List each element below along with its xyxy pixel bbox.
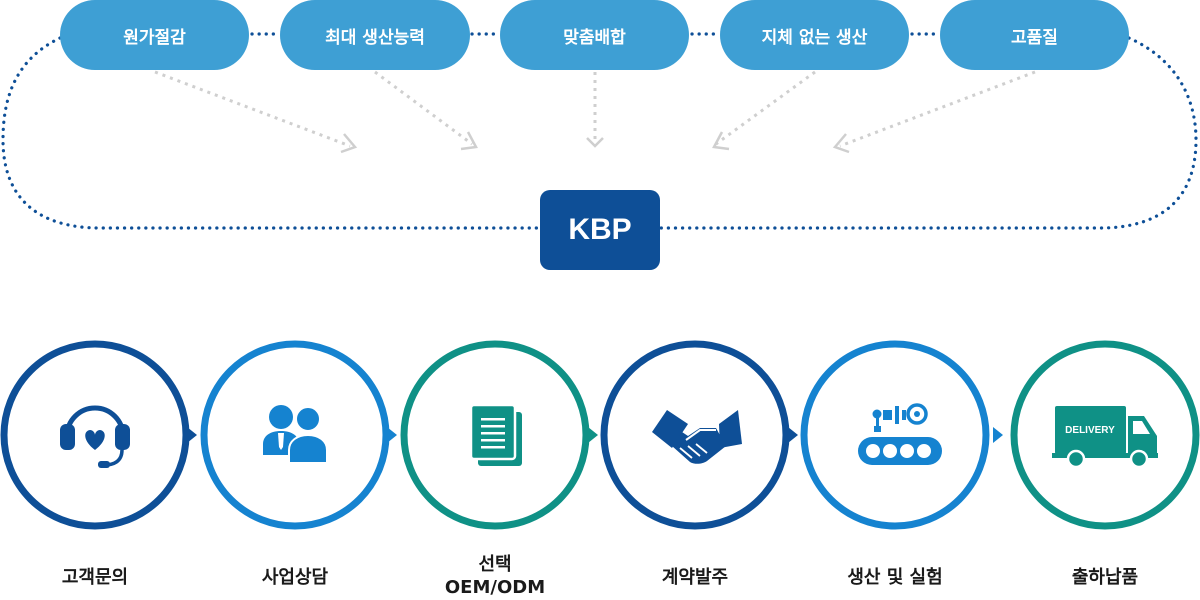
- step-label-production: 생산 및 실험: [810, 566, 980, 589]
- dotted-loop: [1, 32, 1198, 230]
- arrow-heads: [340, 131, 850, 154]
- consulting-people-icon: [263, 405, 328, 464]
- process-rings: [0, 340, 1200, 530]
- step-label-text: 사업상담: [261, 567, 329, 588]
- arrow-4-head: [712, 131, 730, 151]
- arrow-1-line: [154, 70, 351, 148]
- step-arrow-5: [993, 427, 1003, 443]
- ring-6: [1010, 340, 1200, 530]
- arrow-5-head: [832, 133, 850, 154]
- step-arrow-4: [788, 427, 798, 443]
- loop-right: [658, 36, 1198, 230]
- ring-5: [800, 340, 990, 530]
- delivery-truck-icon: DELIVERY: [1052, 406, 1158, 469]
- step-label-consultation: 사업상담: [210, 566, 380, 589]
- ring-2: [200, 340, 390, 530]
- truck-text: DELIVERY: [1065, 425, 1115, 436]
- step-arrow-1: [187, 427, 197, 443]
- ring-4: [600, 340, 790, 530]
- headset-heart-icon: [60, 405, 130, 468]
- step-label-text: 생산 및 실험: [847, 567, 943, 588]
- benefit-pill-no-delay: 지체 없는 생산: [720, 0, 909, 70]
- arrow-2-head: [460, 131, 478, 151]
- step-arrows: [187, 427, 1003, 443]
- step-label-text: 계약발주: [661, 567, 729, 588]
- benefit-pill-max-capacity: 최대 생산능력: [280, 0, 470, 70]
- step-label-text: 출하납품: [1071, 567, 1139, 588]
- document-icon: [469, 403, 522, 466]
- converging-arrows: [154, 70, 1036, 148]
- step-label-text: 선택: [478, 554, 512, 575]
- step-arrow-2: [387, 427, 397, 443]
- benefit-pill-custom-formulation: 맞춤배합: [500, 0, 689, 70]
- step-sublabel-text: OEM/ODM: [444, 577, 546, 598]
- arrow-1-head: [340, 133, 358, 154]
- conveyor-belt-icon: [858, 403, 942, 465]
- kbp-center-box: KBP: [540, 190, 660, 270]
- handshake-icon: [652, 410, 742, 464]
- step-label-text: 고객문의: [61, 567, 129, 588]
- benefit-pill-high-quality: 고품질: [940, 0, 1129, 70]
- step-arrow-3: [588, 427, 598, 443]
- arrow-3-head: [586, 137, 604, 148]
- step-label-delivery: 출하납품: [1020, 566, 1190, 589]
- loop-left: [1, 36, 542, 230]
- step-label-selection: 선택 OEM/ODM: [410, 553, 580, 599]
- arrow-4-line: [715, 70, 816, 146]
- arrow-2-line: [374, 70, 473, 146]
- ring-1: [0, 340, 190, 530]
- benefit-pill-cost-reduction: 원가절감: [60, 0, 249, 70]
- ring-3: [400, 340, 590, 530]
- step-label-inquiry: 고객문의: [10, 566, 180, 589]
- arrow-5-line: [839, 70, 1036, 148]
- step-label-contract: 계약발주: [610, 566, 780, 589]
